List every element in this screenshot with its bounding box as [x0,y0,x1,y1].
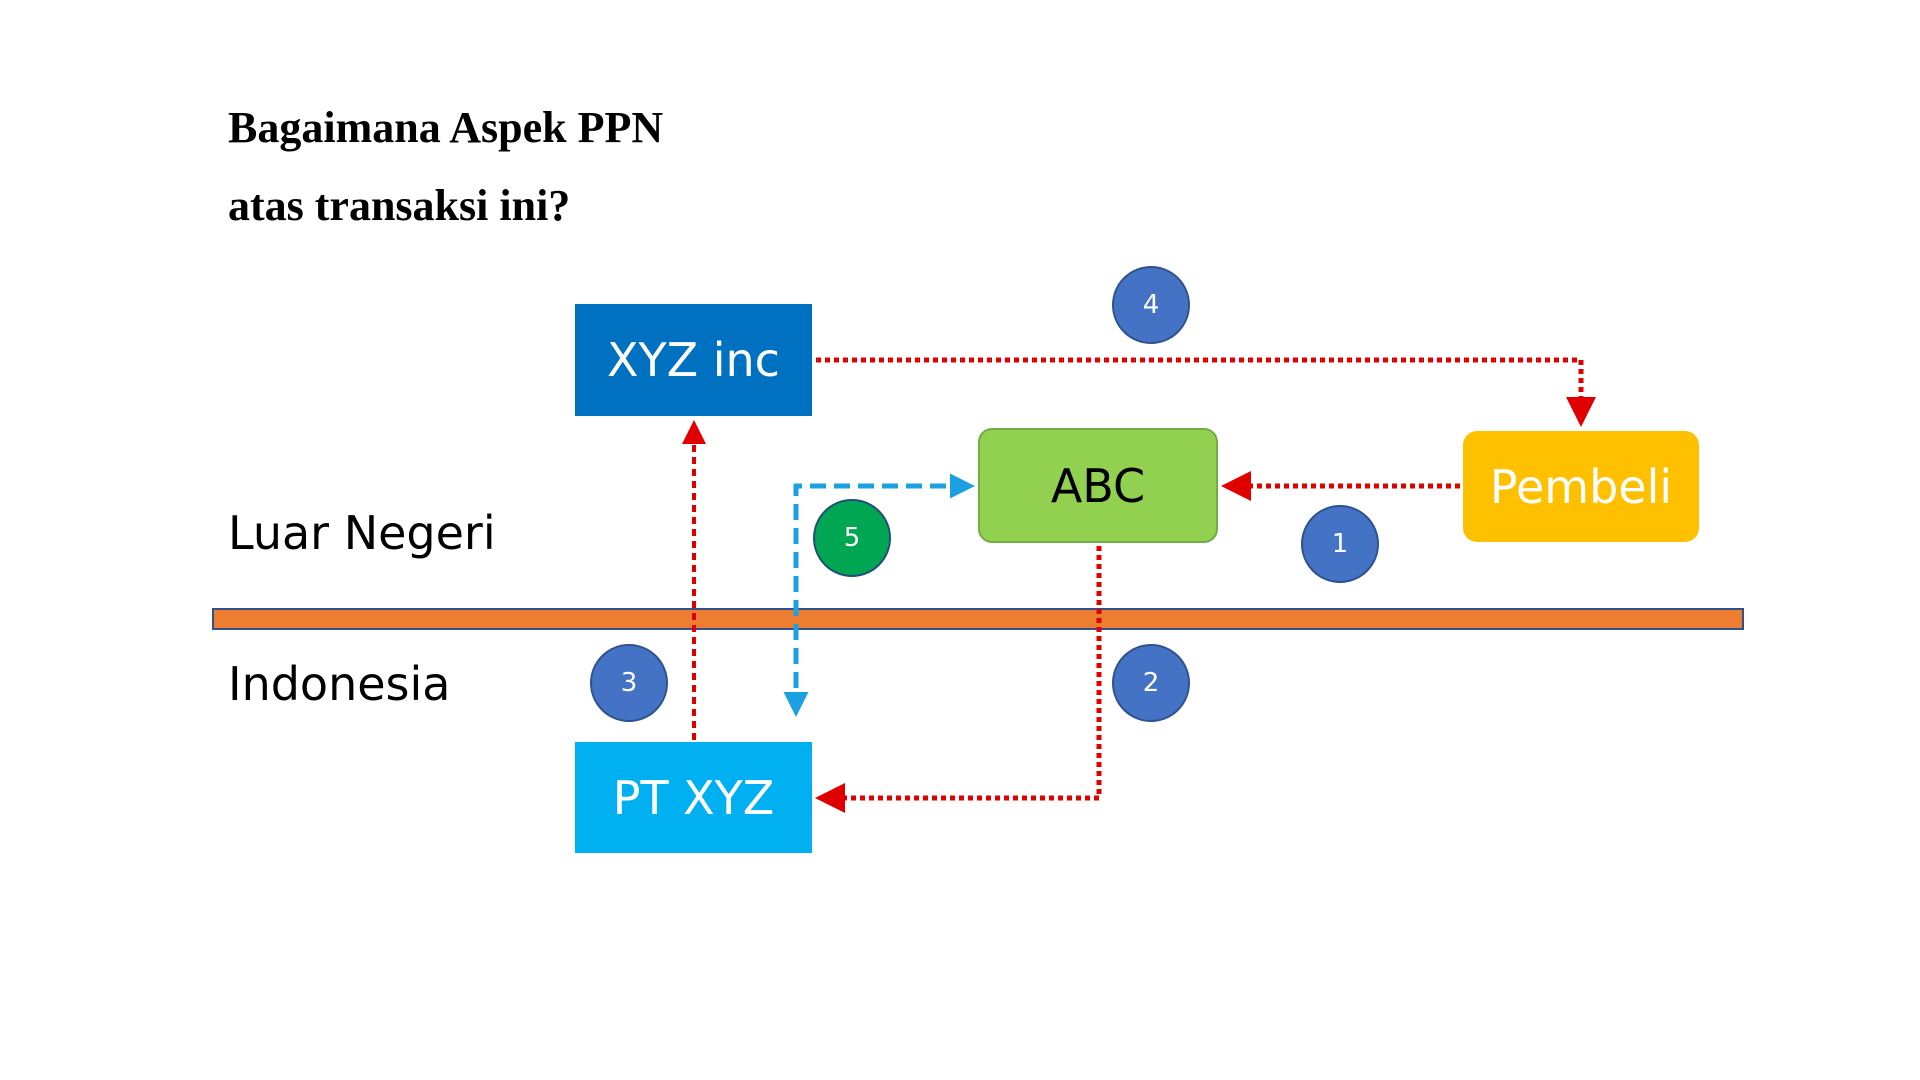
entity-pembeli-label: Pembeli [1489,459,1673,514]
step-badge-3-label: 3 [620,668,638,698]
title-line-1: Bagaimana Aspek PPN [228,103,664,152]
region-label-domestic: Indonesia [228,657,451,711]
entity-pt-xyz-label: PT XYZ [612,770,775,825]
step-badge-1: 1 [1301,505,1379,583]
step-badge-2: 2 [1112,644,1190,722]
step-badge-2-label: 2 [1142,668,1160,698]
region-label-abroad: Luar Negeri [228,506,496,560]
step-badge-5: 5 [813,499,891,577]
entity-pembeli: Pembeli [1463,431,1699,542]
arrow-step-4 [816,357,1596,427]
entity-pt-xyz: PT XYZ [575,742,812,853]
entity-abc: ABC [978,428,1218,543]
step-badge-4-label: 4 [1142,290,1160,320]
entity-xyz-inc-label: XYZ inc [607,333,780,387]
border-divider [212,608,1744,630]
step-badge-3: 3 [590,644,668,722]
arrow-step-5 [793,473,975,712]
title-line-2: atas transaksi ini? [228,181,571,230]
entity-xyz-inc: XYZ inc [575,304,812,416]
entity-abc-label: ABC [1050,458,1146,513]
step-badge-5-label: 5 [843,523,861,553]
arrow-step-2 [815,546,1102,813]
step-badge-1-label: 1 [1331,529,1349,559]
step-badge-4: 4 [1112,266,1190,344]
